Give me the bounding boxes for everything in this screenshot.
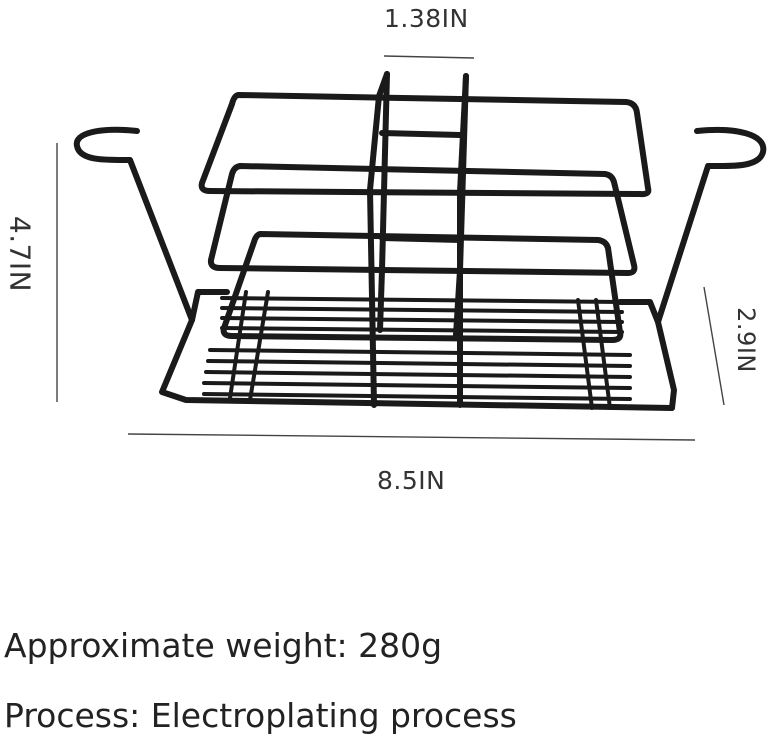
height-dimension-label: 4.7IN [3,215,37,293]
left-handle [73,126,230,323]
top-dimension-line [383,55,475,59]
top-tier-frame [198,92,652,198]
divider-brace-mid [379,235,463,243]
bottom-dimension-line [127,433,696,441]
left-divider-back [377,71,390,333]
dimension-lines [56,55,725,441]
right-divider-back [453,73,469,338]
right-dimension-line [703,286,725,406]
width-dimension-label: 8.5IN [377,466,446,495]
top-dimension-label: 1.38IN [384,4,469,33]
process-spec: Process: Electroplating process [4,696,517,735]
bottom-tier-frame [220,231,624,343]
divider-brace-top [379,130,463,138]
bottom-grid [202,290,632,410]
middle-tier-frame [207,163,638,276]
right-handle [617,126,767,325]
base-frame [159,317,677,411]
weight-spec: Approximate weight: 280g [4,626,443,665]
wire-rack [73,71,767,411]
depth-dimension-label: 2.9IN [732,307,760,373]
